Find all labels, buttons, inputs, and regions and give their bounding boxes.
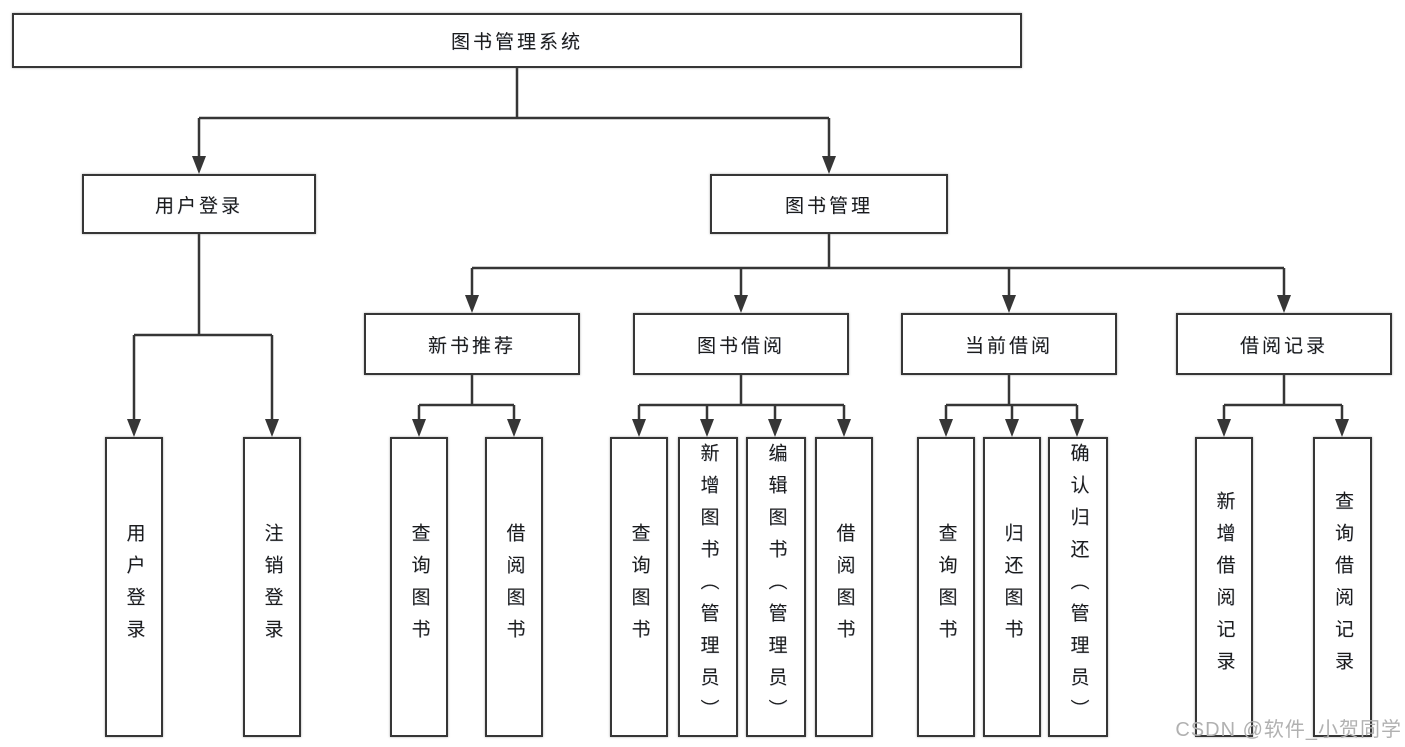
- leaf-edit-book-admin: 编辑图书（管理员）: [746, 437, 806, 737]
- wire-current-borrow-to-leaves: [944, 375, 1079, 421]
- leaf-add-borrow-record: 新增借阅记录: [1195, 437, 1253, 737]
- leaf-query-borrow-record-label: 查询借阅记录: [1332, 491, 1353, 683]
- leaf-logout: 注销登录: [243, 437, 301, 737]
- leaf-borrow-books-recommend-label: 借阅图书: [503, 523, 525, 651]
- leaf-add-book-admin-label: 新增图书（管理员）: [697, 443, 719, 731]
- leaf-user-login-label: 用户登录: [123, 523, 145, 651]
- leaf-query-books-borrow: 查询图书: [610, 437, 668, 737]
- leaf-user-login: 用户登录: [105, 437, 163, 737]
- wire-book-mgmt-to-level3: [470, 234, 1286, 297]
- node-book-borrow-label: 图书借阅: [696, 335, 785, 357]
- node-new-book-recommend-label: 新书推荐: [427, 335, 516, 357]
- node-current-borrow-label: 当前借阅: [964, 335, 1053, 357]
- wire-root-to-level2: [197, 68, 831, 158]
- wire-borrow-records-to-leaves: [1222, 375, 1344, 421]
- leaf-edit-book-admin-label: 编辑图书（管理员）: [765, 443, 787, 731]
- wire-user-login-to-leaves: [132, 234, 274, 421]
- node-user-login-label: 用户登录: [154, 195, 243, 217]
- leaf-return-books: 归还图书: [983, 437, 1041, 737]
- leaf-borrow-books-borrow-label: 借阅图书: [833, 523, 855, 651]
- node-root-label: 图书管理系统: [450, 32, 583, 53]
- leaf-query-books-borrow-label: 查询图书: [628, 523, 650, 651]
- wire-new-book-to-leaves: [417, 375, 516, 421]
- leaf-confirm-return-admin: 确认归还（管理员）: [1048, 437, 1108, 737]
- leaf-logout-label: 注销登录: [261, 523, 283, 651]
- wire-book-borrow-to-leaves: [637, 375, 846, 421]
- node-borrow-records-label: 借阅记录: [1239, 335, 1328, 357]
- leaf-query-books-recommend: 查询图书: [390, 437, 448, 737]
- leaf-return-books-label: 归还图书: [1001, 523, 1023, 651]
- node-current-borrow: 当前借阅: [901, 313, 1117, 375]
- leaf-confirm-return-admin-label: 确认归还（管理员）: [1067, 443, 1089, 731]
- leaf-query-books-current-label: 查询图书: [935, 523, 957, 651]
- leaf-query-books-current: 查询图书: [917, 437, 975, 737]
- node-user-login: 用户登录: [82, 174, 316, 234]
- node-book-management: 图书管理: [710, 174, 948, 234]
- node-root: 图书管理系统: [12, 13, 1022, 68]
- leaf-borrow-books-borrow: 借阅图书: [815, 437, 873, 737]
- node-new-book-recommend: 新书推荐: [364, 313, 580, 375]
- node-book-borrow: 图书借阅: [633, 313, 849, 375]
- watermark: CSDN @软件_小贺同学: [1175, 719, 1402, 741]
- leaf-query-borrow-record: 查询借阅记录: [1313, 437, 1372, 737]
- node-borrow-records: 借阅记录: [1176, 313, 1392, 375]
- leaf-add-borrow-record-label: 新增借阅记录: [1213, 491, 1235, 683]
- leaf-borrow-books-recommend: 借阅图书: [485, 437, 543, 737]
- leaf-add-book-admin: 新增图书（管理员）: [678, 437, 738, 737]
- leaf-query-books-recommend-label: 查询图书: [408, 523, 430, 651]
- node-book-management-label: 图书管理: [784, 195, 873, 217]
